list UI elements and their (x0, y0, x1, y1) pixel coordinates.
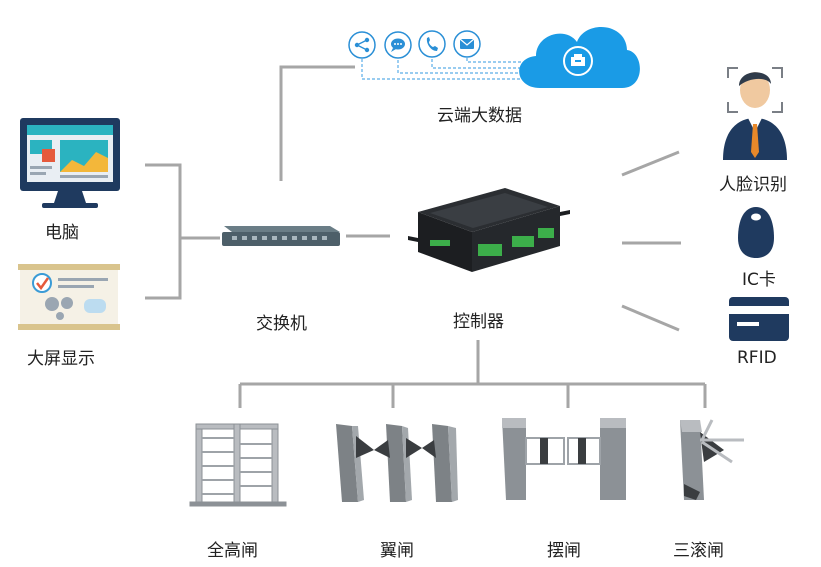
ic-label: IC卡 (742, 270, 776, 290)
bigscreen-label: 大屏显示 (27, 349, 95, 369)
gate-full-label: 全高闸 (207, 541, 258, 561)
face-person-icon (723, 67, 787, 160)
full-height-turnstile-icon (189, 423, 287, 507)
controller-label: 控制器 (453, 312, 504, 332)
rfid-label: RFID (737, 348, 777, 368)
dashed-links (361, 58, 522, 80)
chat-icon (384, 31, 412, 59)
line-switch-cloud (279, 65, 355, 181)
gate-wing-label: 翼闸 (380, 541, 414, 561)
gate-tripod-label: 三滚闸 (673, 541, 724, 561)
tripod-turnstile-icon (680, 419, 744, 500)
cloud-icon (519, 27, 640, 88)
display-board-icon (18, 264, 120, 330)
rfid-card-icon (729, 297, 789, 341)
computer-icon (20, 118, 120, 208)
switch-icon (222, 226, 340, 246)
switch-label: 交换机 (256, 314, 307, 334)
controller-icon (408, 188, 570, 272)
gate-swing-label: 摆闸 (547, 541, 581, 561)
wing-gate-icon (336, 424, 458, 502)
cloud-label: 云端大数据 (437, 106, 522, 126)
phone-icon (418, 30, 446, 58)
line-computer-switch (145, 163, 182, 300)
mail-icon (453, 30, 481, 58)
ic-card-fob-icon (738, 207, 774, 258)
line-face (621, 150, 680, 177)
swing-gate-icon (502, 418, 626, 500)
computer-label: 电脑 (45, 223, 79, 243)
connection-lines (145, 65, 707, 408)
line-rfid (621, 304, 680, 332)
face-label: 人脸识别 (719, 175, 787, 195)
line-controller-gates (238, 340, 707, 408)
share-icon (348, 31, 376, 59)
